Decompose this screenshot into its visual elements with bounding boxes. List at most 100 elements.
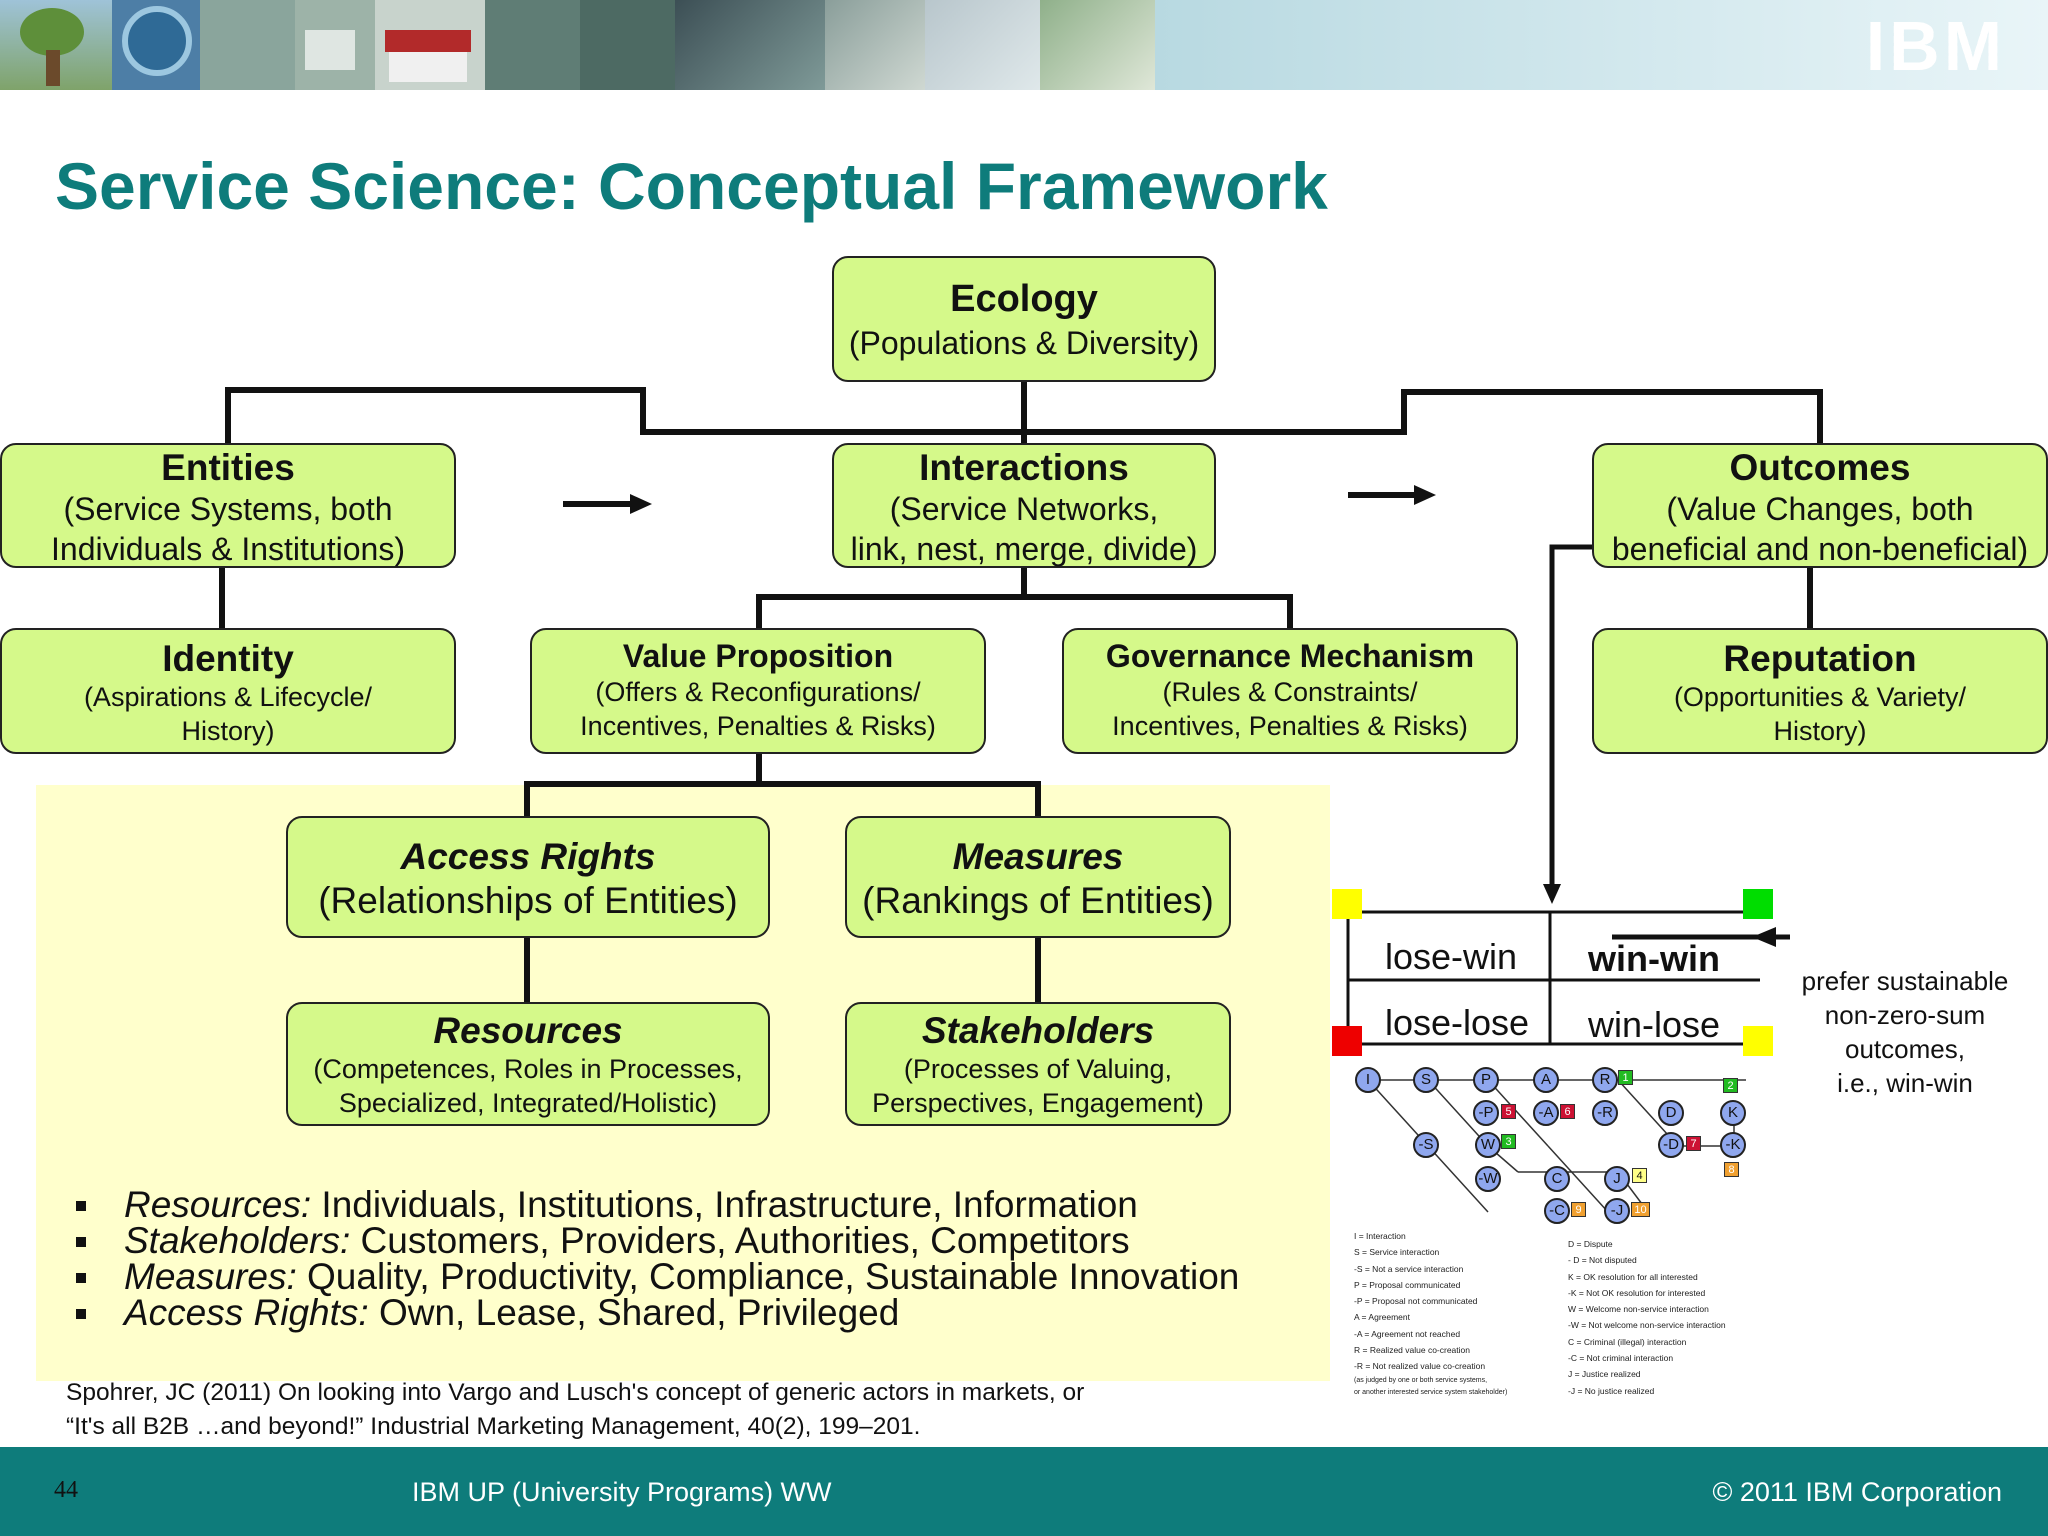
bullet-text: Quality, Productivity, Compliance, Susta… xyxy=(296,1256,1240,1297)
access-rights-sub: (Relationships of Entities) xyxy=(318,880,738,921)
node-not-k: -K xyxy=(1720,1132,1746,1158)
legend-line: -R = Not realized value co-creation xyxy=(1354,1361,1486,1372)
interactions-sub-2: link, nest, merge, divide) xyxy=(850,531,1198,567)
node-not-j: -J xyxy=(1604,1198,1630,1224)
bullet-term: Resources: xyxy=(124,1184,312,1225)
legend-line: -S = Not a service interaction xyxy=(1354,1263,1464,1274)
resources-heading: Resources xyxy=(433,1010,623,1051)
banner-photo-4 xyxy=(295,0,375,90)
ibm-logo: IBM xyxy=(1865,7,2006,85)
entities-sub-2: Individuals & Institutions) xyxy=(51,531,405,567)
bullet-term: Measures: xyxy=(124,1256,297,1297)
entities-heading: Entities xyxy=(161,447,295,488)
legend-line: (as judged by one or both service system… xyxy=(1354,1376,1488,1384)
tag-4: 4 xyxy=(1632,1168,1647,1183)
matrix-lose-lose: lose-lose xyxy=(1385,1002,1530,1043)
governance-sub-2: Incentives, Penalties & Risks) xyxy=(1112,711,1468,741)
legend-line: -J = No justice realized xyxy=(1568,1385,1655,1396)
node-j: J xyxy=(1604,1166,1630,1192)
interactions-heading: Interactions xyxy=(919,447,1129,488)
measures-box: Measures (Rankings of Entities) xyxy=(845,816,1231,938)
bullet-item: Measures: Quality, Productivity, Complia… xyxy=(70,1256,1240,1297)
banner-photo-3 xyxy=(200,0,295,90)
page-number: 44 xyxy=(54,1477,78,1503)
tag-1: 1 xyxy=(1618,1070,1633,1085)
governance-sub-1: (Rules & Constraints/ xyxy=(1162,677,1418,707)
house-photo xyxy=(375,0,485,90)
ecology-box: Ecology (Populations & Diversity) xyxy=(832,256,1216,382)
city-photo xyxy=(675,0,825,90)
access-rights-heading: Access Rights xyxy=(400,836,656,877)
legend-line: A = Agreement xyxy=(1354,1312,1410,1323)
bullet-text: Customers, Providers, Authorities, Compe… xyxy=(350,1220,1130,1261)
node-not-w: -W xyxy=(1475,1166,1501,1192)
tag-5: 5 xyxy=(1501,1104,1516,1119)
legend-line: C = Criminal (illegal) interaction xyxy=(1568,1336,1687,1347)
bullet-list: Resources: Individuals, Institutions, In… xyxy=(70,1184,1240,1333)
page-title: Service Science: Conceptual Framework xyxy=(55,149,1328,223)
aerial-photo xyxy=(925,0,1040,90)
citation: Spohrer, JC (2011) On looking into Vargo… xyxy=(66,1376,1316,1444)
reputation-box: Reputation (Opportunities & Variety/ His… xyxy=(1592,628,2048,754)
value-proposition-sub-1: (Offers & Reconfigurations/ xyxy=(595,677,921,707)
process-legend-left: I = Interaction S = Service interaction … xyxy=(1354,1228,1507,1399)
governance-box: Governance Mechanism (Rules & Constraint… xyxy=(1062,628,1518,754)
identity-sub-1: (Aspirations & Lifecycle/ xyxy=(83,682,373,712)
node-not-r: -R xyxy=(1592,1100,1618,1126)
legend-line: W = Welcome non-service interaction xyxy=(1568,1304,1709,1315)
tag-9: 9 xyxy=(1571,1202,1586,1217)
bullet-term: Stakeholders: xyxy=(124,1220,351,1261)
yellow-marker-top xyxy=(1332,889,1362,919)
node-not-c: -C xyxy=(1544,1198,1570,1224)
ecology-sub: (Populations & Diversity) xyxy=(848,325,1200,361)
node-p: P xyxy=(1473,1067,1499,1093)
citation-line-1: Spohrer, JC (2011) On looking into Vargo… xyxy=(66,1379,1085,1406)
resources-sub-1: (Competences, Roles in Processes, xyxy=(313,1054,743,1084)
bullet-item: Stakeholders: Customers, Providers, Auth… xyxy=(70,1220,1239,1261)
node-not-a: -A xyxy=(1533,1100,1559,1126)
matrix-note-line: non-zero-sum xyxy=(1824,1000,1986,1030)
legend-line: - D = Not disputed xyxy=(1568,1255,1637,1266)
process-graph: I S P A R 1 2 -P 5 -A 6 -R D K -S W 3 -D… xyxy=(1348,1062,1758,1402)
tag-2: 2 xyxy=(1723,1078,1738,1093)
tag-6: 6 xyxy=(1560,1104,1575,1119)
node-c: C xyxy=(1544,1166,1570,1192)
legend-line: K = OK resolution for all interested xyxy=(1568,1271,1698,1282)
header-banner: IBM xyxy=(0,0,2048,90)
legend-line: J = Justice realized xyxy=(1568,1369,1641,1380)
reputation-heading: Reputation xyxy=(1723,638,1917,679)
value-proposition-box: Value Proposition (Offers & Reconfigurat… xyxy=(530,628,986,754)
legend-line: S = Service interaction xyxy=(1354,1247,1440,1258)
tag-10: 10 xyxy=(1631,1202,1650,1217)
green-marker xyxy=(1743,889,1773,919)
value-proposition-sub-2: Incentives, Penalties & Risks) xyxy=(580,711,936,741)
matrix-note-line: i.e., win-win xyxy=(1837,1068,1973,1098)
bullet-term: Access Rights: xyxy=(124,1292,369,1333)
legend-line: or another interested service system sta… xyxy=(1354,1388,1508,1396)
footer-bar: 44 IBM UP (University Programs) WW © 201… xyxy=(0,1447,2048,1536)
banner-photo-6 xyxy=(485,0,580,90)
reputation-sub-1: (Opportunities & Variety/ xyxy=(1673,682,1967,712)
legend-line: -P = Proposal not communicated xyxy=(1354,1296,1478,1307)
value-proposition-heading: Value Proposition xyxy=(622,638,894,674)
outcomes-sub-2: beneficial and non-beneficial) xyxy=(1611,531,2029,567)
node-not-d: -D xyxy=(1658,1132,1684,1158)
legend-line: D = Dispute xyxy=(1568,1239,1613,1249)
node-s: S xyxy=(1413,1067,1439,1093)
legend-line: -C = Not criminal interaction xyxy=(1568,1353,1674,1364)
process-legend-right: D = Dispute - D = Not disputed K = OK re… xyxy=(1568,1236,1726,1399)
stakeholders-sub-2: Perspectives, Engagement) xyxy=(872,1088,1204,1118)
interactions-sub-1: (Service Networks, xyxy=(889,491,1159,527)
entities-sub-1: (Service Systems, both xyxy=(63,491,393,527)
outcomes-sub-1: (Value Changes, both xyxy=(1666,491,1974,527)
bullet-item: Access Rights: Own, Lease, Shared, Privi… xyxy=(70,1292,1239,1333)
node-not-p: -P xyxy=(1473,1100,1499,1126)
citation-line-2: “It's all B2B …and beyond!” Industrial M… xyxy=(66,1413,921,1440)
node-a: A xyxy=(1533,1067,1559,1093)
red-marker xyxy=(1332,1026,1362,1056)
node-not-s: -S xyxy=(1413,1132,1439,1158)
outcomes-heading: Outcomes xyxy=(1729,447,1911,488)
matrix-win-win: win-win xyxy=(1588,938,1720,979)
banner-photo-7 xyxy=(580,0,675,90)
access-rights-box: Access Rights (Relationships of Entities… xyxy=(286,816,770,938)
